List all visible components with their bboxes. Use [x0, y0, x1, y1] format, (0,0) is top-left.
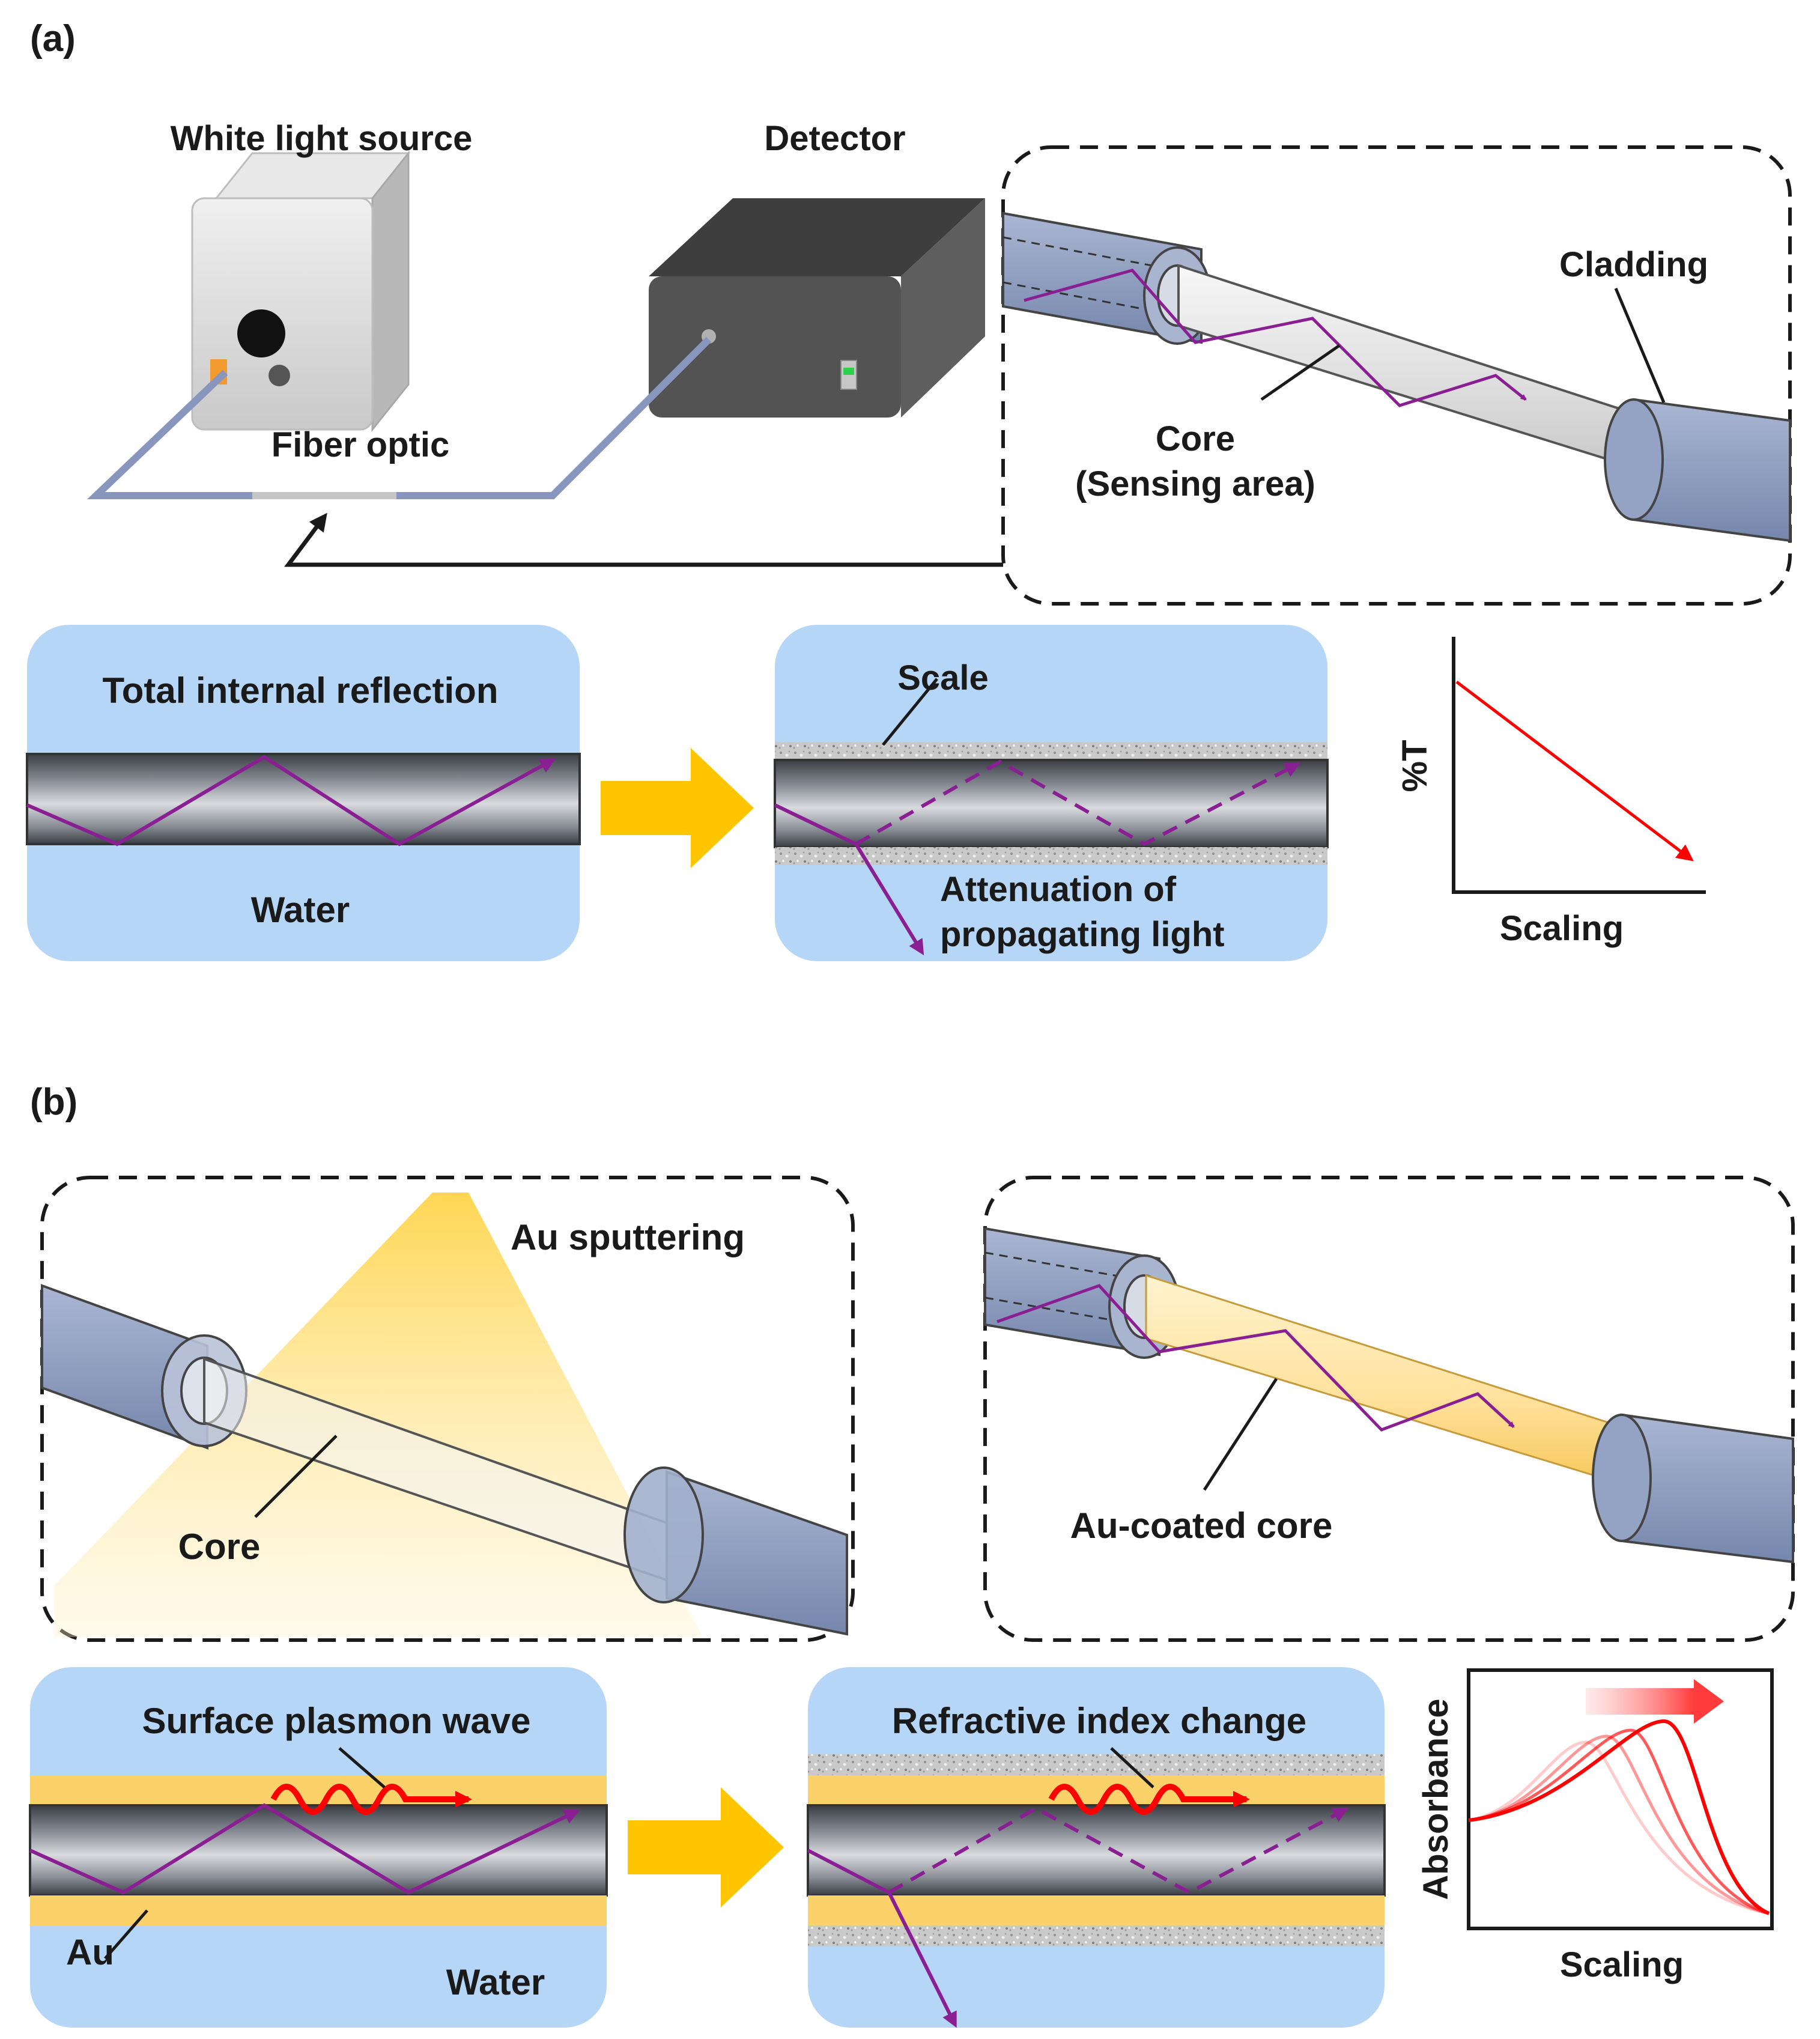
- ri-box: [807, 1667, 1386, 2028]
- core-label-line1: Core: [1156, 419, 1235, 458]
- plasmon-wave-b: [1048, 1784, 1250, 1815]
- shift-arrow-head: [1694, 1679, 1724, 1724]
- absorbance-curve-1: [1468, 1740, 1770, 1915]
- light-source-device: [191, 150, 411, 433]
- scaled-fiber-box-a: [774, 625, 1329, 961]
- au-core-label: Au-coated core: [1070, 1506, 1333, 1546]
- transmission-graph: [1452, 637, 1706, 894]
- graph-a-ylabel: %T: [1395, 740, 1434, 792]
- absorbance-curve-3: [1468, 1728, 1770, 1915]
- absorbance-curve-2: [1468, 1734, 1770, 1915]
- sputter-fiber: [41, 1284, 848, 1636]
- cladding-pointer: [1614, 288, 1666, 403]
- cladding-label: Cladding: [1559, 245, 1708, 284]
- graph-b-ylabel: Absorbance: [1416, 1698, 1455, 1900]
- inset-pointer-arrow: [284, 512, 1003, 567]
- tir-label: Total internal reflection: [103, 670, 499, 711]
- absorbance-graph: [1467, 1668, 1774, 1930]
- scale-label: Scale: [897, 658, 989, 697]
- tir-water-label: Water: [251, 890, 350, 930]
- sputter-core-pointer: [254, 1435, 338, 1518]
- ri-label: Refractive index change: [892, 1701, 1306, 1741]
- shift-arrow-shaft: [1586, 1688, 1694, 1715]
- au-inset-frame: [983, 1176, 1795, 1642]
- source-label: White light source: [171, 119, 473, 158]
- core-pointer: [1260, 344, 1341, 401]
- process-arrow-b: [628, 1787, 784, 1907]
- graph-b-xlabel: Scaling: [1560, 1945, 1684, 1984]
- graph-a-xlabel: Scaling: [1500, 909, 1624, 948]
- core-label-line2: (Sensing area): [1075, 464, 1315, 503]
- spw-label: Surface plasmon wave: [142, 1701, 531, 1741]
- detector-device: [649, 198, 985, 418]
- fiber-optic-cable: [87, 336, 712, 499]
- attenuation-line2: propagating light: [940, 915, 1225, 954]
- detector-label: Detector: [764, 119, 905, 158]
- inset-a-fiber: [1002, 211, 1791, 542]
- absorbance-curve-4: [1468, 1719, 1770, 1915]
- panel-a-label: (a): [30, 18, 76, 59]
- au-label: Au: [66, 1932, 114, 1972]
- plasmon-wave-a: [270, 1784, 472, 1815]
- spw-water-label: Water: [446, 1962, 545, 2002]
- process-arrow-a: [601, 748, 754, 868]
- spw-box: [29, 1667, 608, 2028]
- attenuation-line1: Attenuation of: [940, 870, 1177, 909]
- fiber-label: Fiber optic: [271, 425, 449, 464]
- sputter-inset-frame: [40, 1176, 855, 1642]
- sputter-core-label: Core: [178, 1527, 261, 1567]
- tir-box: [26, 625, 581, 961]
- inset-a-frame: [1001, 145, 1792, 606]
- transmission-trend-line: [1455, 681, 1694, 861]
- au-coated-fiber: [984, 1227, 1794, 1564]
- sputter-label: Au sputtering: [511, 1217, 745, 1257]
- au-core-pointer: [1203, 1378, 1278, 1491]
- panel-b-label: (b): [30, 1081, 77, 1123]
